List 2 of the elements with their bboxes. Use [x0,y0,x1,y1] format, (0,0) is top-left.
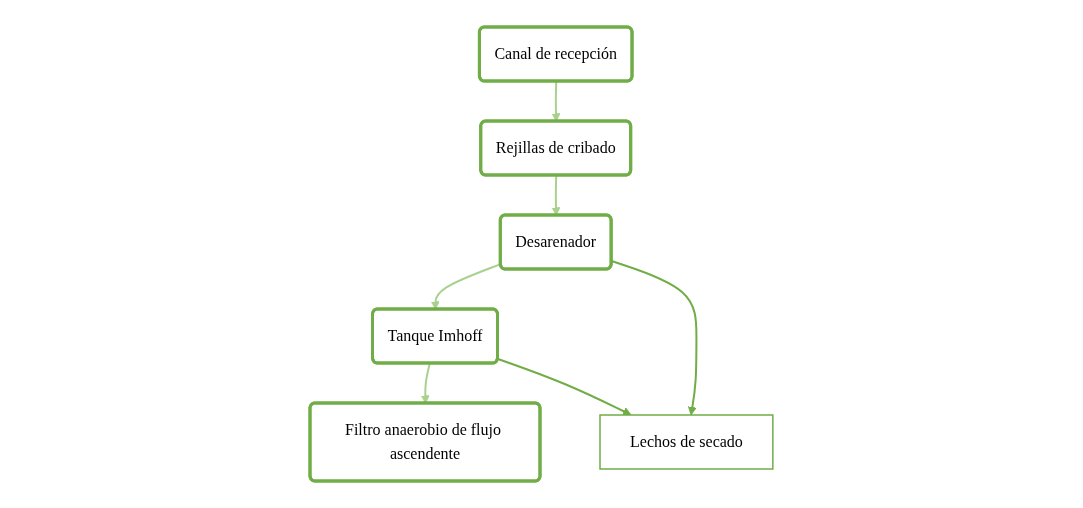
node-box: Lechos de secado [599,414,774,470]
arrow [497,357,632,416]
